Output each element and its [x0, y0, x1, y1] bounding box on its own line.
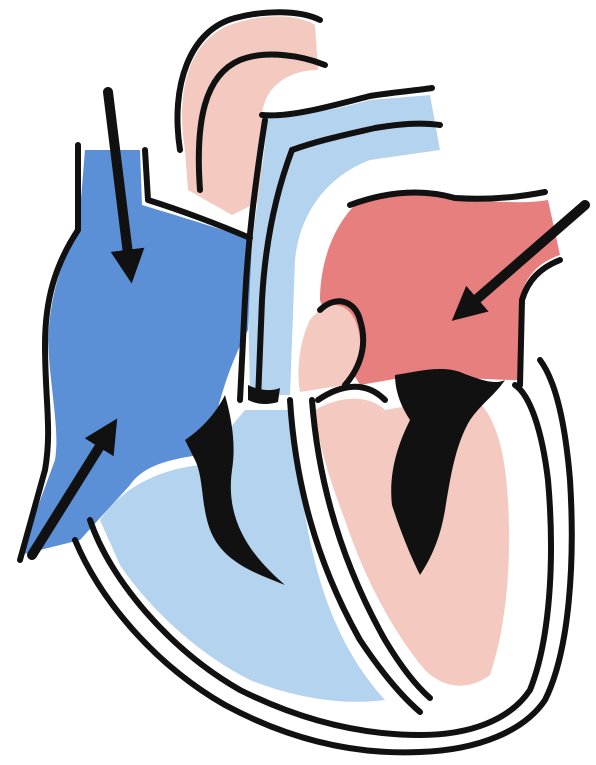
heart-diagram [0, 0, 596, 765]
